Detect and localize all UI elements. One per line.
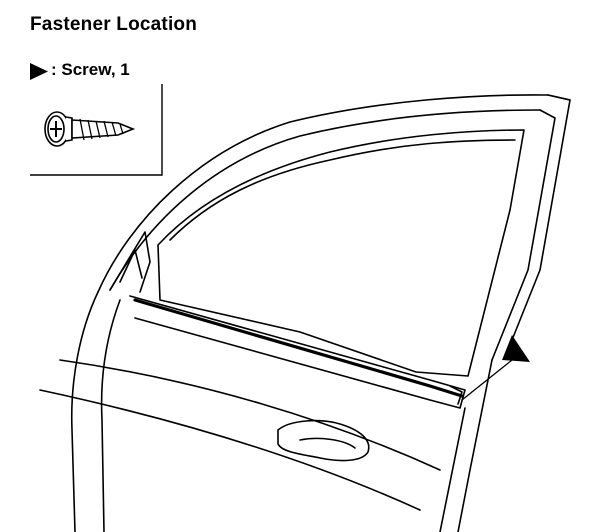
- door-outline: [39, 94, 571, 532]
- legend-box: [30, 84, 163, 176]
- legend-label: : Screw, 1: [51, 60, 130, 79]
- diagram-title: Fastener Location: [30, 14, 198, 35]
- screw-location-marker-icon: [502, 335, 530, 362]
- screw-icon: [44, 111, 136, 147]
- triangle-marker-icon: [30, 63, 48, 80]
